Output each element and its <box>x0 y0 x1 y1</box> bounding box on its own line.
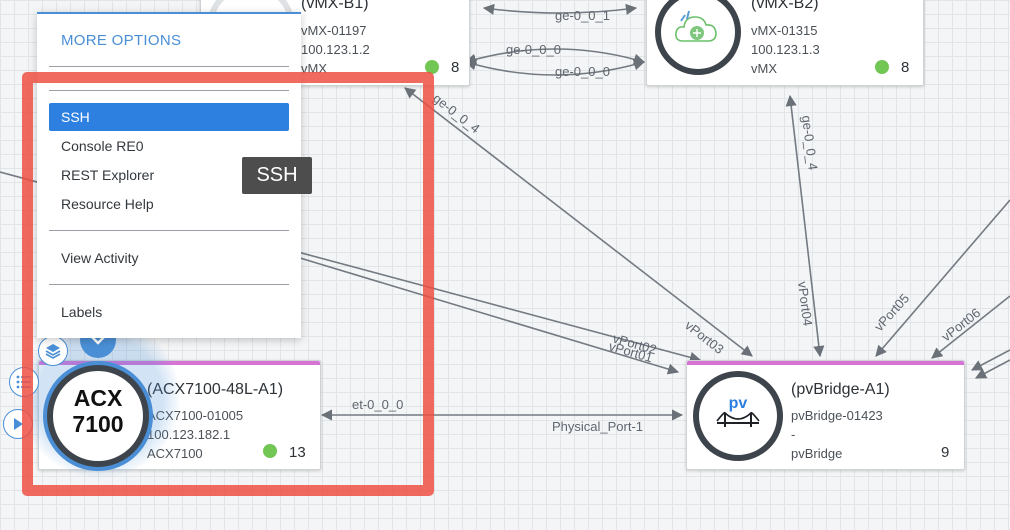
node-vmx-b1-status-dot <box>425 60 439 74</box>
acx-logo-ring: ACX 7100 <box>47 365 149 467</box>
menu-separator <box>49 66 289 67</box>
node-acx7100-topbar <box>39 361 320 365</box>
label-physical-port-1: Physical_Port-1 <box>552 419 643 434</box>
menu-item-ssh[interactable]: SSH <box>49 103 289 131</box>
pv-logo-text: pv <box>728 395 748 412</box>
node-vmx-b1-id: vMX-01197 <box>301 23 367 38</box>
node-vmx-b1-ip: 100.123.1.2 <box>301 42 370 57</box>
node-vmx-b2-icon-ring <box>655 0 741 75</box>
ssh-tooltip: SSH <box>242 157 312 194</box>
label-ge-0-0-0-b: ge-0_0_0 <box>555 64 610 79</box>
node-vmx-b1-title: (vMX-B1) <box>301 0 369 12</box>
node-vmx-b2[interactable]: (vMX-B2) vMX-01315 100.123.1.3 vMX 8 <box>646 0 924 86</box>
node-acx7100-id: ACX7100-01005 <box>147 408 244 423</box>
play-button[interactable] <box>3 409 33 439</box>
layers-button[interactable] <box>38 336 68 366</box>
label-vport04: vPort04 <box>795 281 815 327</box>
list-button[interactable] <box>9 367 39 397</box>
node-pvbridge[interactable]: pv (pvBridge-A1) pvBridge-01423 - pvBrid… <box>686 360 965 470</box>
label-ge-0-0-4-right: ge-0_0_4 <box>799 115 821 171</box>
link-right-pvbridge-a <box>875 199 1010 357</box>
node-acx7100-type: ACX7100 <box>147 446 203 461</box>
node-vmx-b2-title: (vMX-B2) <box>751 0 819 12</box>
node-acx7100-title: (ACX7100-48L-A1) <box>147 381 284 398</box>
label-ge-0-0-0-a: ge-0_0_0 <box>506 42 561 57</box>
label-vport06: vPort06 <box>939 305 984 344</box>
menu-separator <box>49 230 289 231</box>
node-pvbridge-title: (pvBridge-A1) <box>791 381 890 398</box>
link-ge-0-0-1 <box>482 3 638 15</box>
menu-item-console-re0[interactable]: Console RE0 <box>61 138 144 154</box>
link-right-pvbridge-d <box>975 359 1010 379</box>
chevron-down-icon <box>90 335 106 345</box>
menu-item-view-activity[interactable]: View Activity <box>61 250 139 266</box>
node-pvbridge-ip: - <box>791 427 796 442</box>
node-vmx-b2-ip: 100.123.1.3 <box>751 42 820 57</box>
node-vmx-b2-count: 8 <box>901 59 910 76</box>
node-vmx-b1-count: 8 <box>451 59 460 76</box>
link-right-pvbridge-b <box>931 295 1010 359</box>
label-ge-0-0-1: ge-0_0_1 <box>555 8 610 23</box>
link-ge-0-0-0-b <box>464 59 646 76</box>
link-vmx-b1-pvbridge <box>404 87 753 357</box>
more-options-link[interactable]: MORE OPTIONS <box>61 32 182 49</box>
link-vmx-b2-pvbridge <box>785 94 825 358</box>
label-vport03: vPort03 <box>682 318 727 357</box>
node-pvbridge-type: pvBridge <box>791 446 843 461</box>
node-pvbridge-id: pvBridge-01423 <box>791 408 883 423</box>
node-pvbridge-count: 9 <box>941 444 950 461</box>
acx-logo-line2: 7100 <box>72 411 124 437</box>
node-acx7100-count: 13 <box>289 444 306 461</box>
menu-item-resource-help[interactable]: Resource Help <box>61 196 154 212</box>
cloud-router-icon <box>675 10 717 42</box>
acx-logo-line1: ACX <box>73 385 123 411</box>
label-et-0-0-0: et-0_0_0 <box>352 397 403 412</box>
node-pvbridge-icon-ring: pv <box>693 371 783 461</box>
list-icon <box>16 375 31 389</box>
layers-icon <box>45 344 61 359</box>
menu-item-rest-explorer[interactable]: REST Explorer <box>61 167 155 183</box>
menu-separator <box>49 284 289 285</box>
link-right-pvbridge-c <box>971 349 1010 371</box>
menu-item-labels[interactable]: Labels <box>61 304 103 320</box>
node-acx7100-status-dot <box>263 444 277 458</box>
node-acx7100-ip: 100.123.182.1 <box>147 427 231 442</box>
link-ge-0-0-0-a <box>464 48 646 65</box>
link-left-pvbridge-b <box>299 257 680 375</box>
more-options-underline <box>37 12 301 14</box>
label-vport05: vPort05 <box>871 291 912 334</box>
node-vmx-b2-status-dot <box>875 60 889 74</box>
node-vmx-b2-id: vMX-01315 <box>751 23 818 38</box>
node-vmx-b2-type: vMX <box>751 61 777 76</box>
node-pvbridge-topbar <box>687 361 964 365</box>
menu-separator <box>49 90 289 91</box>
play-icon <box>14 418 23 430</box>
bridge-icon <box>716 411 760 427</box>
node-vmx-b1-type: vMX <box>301 61 327 76</box>
